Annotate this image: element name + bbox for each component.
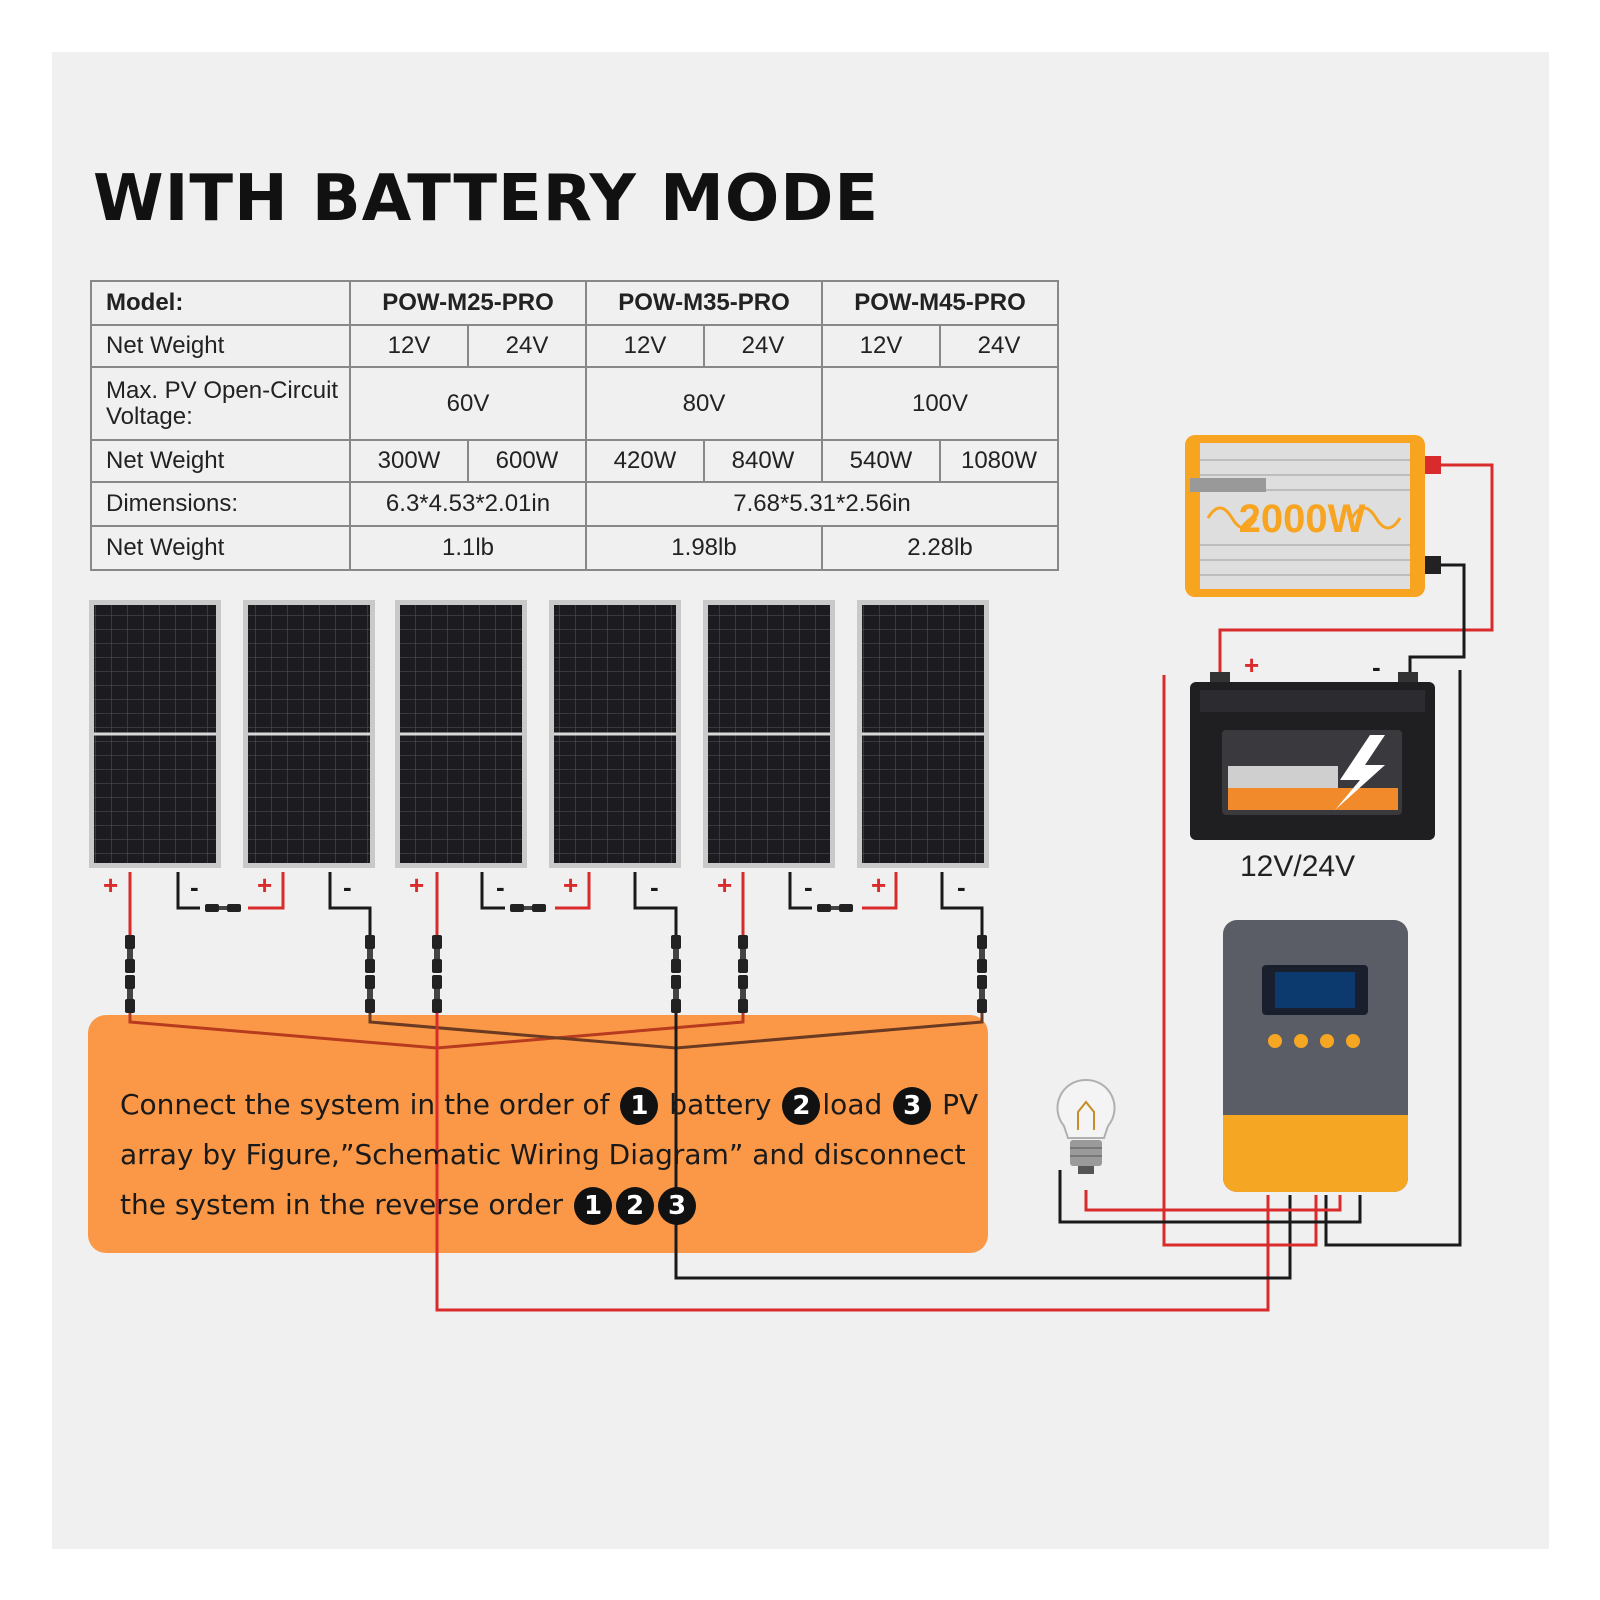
spec-header-row: Model: POW-M25-PRO POW-M35-PRO POW-M45-P… xyxy=(90,280,1059,326)
spec-cell: 540W xyxy=(821,439,941,483)
spec-cell: 420W xyxy=(585,439,705,483)
panel-plus-label: + xyxy=(103,870,119,900)
spec-table: Model: POW-M25-PRO POW-M35-PRO POW-M45-P… xyxy=(90,280,1059,571)
spec-row-label: Net Weight xyxy=(90,439,351,483)
spec-row: Max. PV Open-Circuit Voltage: 60V 80V 10… xyxy=(90,366,1059,441)
spec-cell: 840W xyxy=(703,439,823,483)
spec-row: Net Weight 300W 600W 420W 840W 540W 1080… xyxy=(90,439,1059,483)
step-number-badge: 1 xyxy=(573,1187,612,1225)
solar-panel-icon xyxy=(243,600,375,868)
spec-row-label: Net Weight xyxy=(90,525,351,571)
spec-row: Dimensions: 6.3*4.53*2.01in 7.68*5.31*2.… xyxy=(90,481,1059,527)
instruction-text-part: the system in the reverse order xyxy=(120,1188,564,1221)
step-number-badge: 1 xyxy=(620,1087,659,1125)
spec-header-label: Model: xyxy=(90,280,351,326)
instruction-box xyxy=(88,1015,988,1253)
light-bulb-icon xyxy=(1056,1078,1116,1174)
panel-minus-label: - xyxy=(496,872,505,902)
panel-plus-label: + xyxy=(563,870,579,900)
inverter-icon: 2000W xyxy=(1185,435,1441,597)
spec-cell: 24V xyxy=(703,324,823,368)
charge-controller-icon xyxy=(1223,920,1408,1192)
step-label: PV xyxy=(942,1088,979,1121)
solar-panel-icon xyxy=(857,600,989,868)
lightning-icon xyxy=(1335,735,1385,810)
spec-cell: 24V xyxy=(467,324,587,368)
spec-cell: 7.68*5.31*2.56in xyxy=(585,481,1059,527)
instruction-text: Connect the system in the order of 1 bat… xyxy=(120,1080,980,1230)
spec-cell: 12V xyxy=(349,324,469,368)
spec-cell: 1.98lb xyxy=(585,525,823,571)
spec-cell: 2.28lb xyxy=(821,525,1059,571)
spec-cell: 60V xyxy=(349,366,587,441)
solar-panel-icon xyxy=(549,600,681,868)
panel-minus-label: - xyxy=(957,872,966,902)
spec-row: Net Weight 1.1lb 1.98lb 2.28lb xyxy=(90,525,1059,571)
solar-panel-icon xyxy=(395,600,527,868)
step-number-badge: 3 xyxy=(893,1087,932,1125)
model-cell: POW-M45-PRO xyxy=(821,280,1059,326)
solar-panel-icon xyxy=(89,600,221,868)
panel-minus-label: - xyxy=(650,872,659,902)
panel-minus-label: - xyxy=(804,872,813,902)
step-number-badge: 2 xyxy=(782,1087,821,1125)
step-label: load xyxy=(822,1088,883,1121)
spec-cell: 24V xyxy=(939,324,1059,368)
battery-plus-label: + xyxy=(1244,650,1260,680)
step-label: battery xyxy=(669,1088,772,1121)
battery-icon xyxy=(1190,672,1435,840)
spec-cell: 80V xyxy=(585,366,823,441)
panel-plus-label: + xyxy=(717,870,733,900)
panel-minus-label: - xyxy=(190,872,199,902)
model-cell: POW-M35-PRO xyxy=(585,280,823,326)
panel-plus-label: + xyxy=(871,870,887,900)
step-number-badge: 3 xyxy=(657,1187,696,1225)
battery-minus-label: - xyxy=(1372,652,1381,682)
spec-cell: 1080W xyxy=(939,439,1059,483)
page-title: WITH BATTERY MODE xyxy=(93,162,880,236)
instruction-line-2: array by Figure,”Schematic Wiring Diagra… xyxy=(120,1138,966,1171)
inverter-power-label: 2000W xyxy=(1239,497,1366,541)
battery-voltage-label: 12V/24V xyxy=(1240,850,1356,883)
instruction-text-part: Connect the system in the order of xyxy=(120,1088,610,1121)
spec-row-label: Max. PV Open-Circuit Voltage: xyxy=(90,366,351,441)
spec-cell: 12V xyxy=(585,324,705,368)
panel-minus-label: - xyxy=(343,872,352,902)
panel-plus-label: + xyxy=(257,870,273,900)
spec-row: Net Weight 12V 24V 12V 24V 12V 24V xyxy=(90,324,1059,368)
model-cell: POW-M25-PRO xyxy=(349,280,587,326)
step-number-badge: 2 xyxy=(615,1187,654,1225)
spec-cell: 100V xyxy=(821,366,1059,441)
solar-panel-icon xyxy=(703,600,835,868)
spec-cell: 300W xyxy=(349,439,469,483)
spec-cell: 12V xyxy=(821,324,941,368)
spec-row-label: Dimensions: xyxy=(90,481,351,527)
instruction-line-1: Connect the system in the order of 1 bat… xyxy=(120,1080,980,1130)
spec-row-label: Net Weight xyxy=(90,324,351,368)
spec-cell: 1.1lb xyxy=(349,525,587,571)
panel-plus-label: + xyxy=(409,870,425,900)
spec-cell: 600W xyxy=(467,439,587,483)
spec-cell: 6.3*4.53*2.01in xyxy=(349,481,587,527)
